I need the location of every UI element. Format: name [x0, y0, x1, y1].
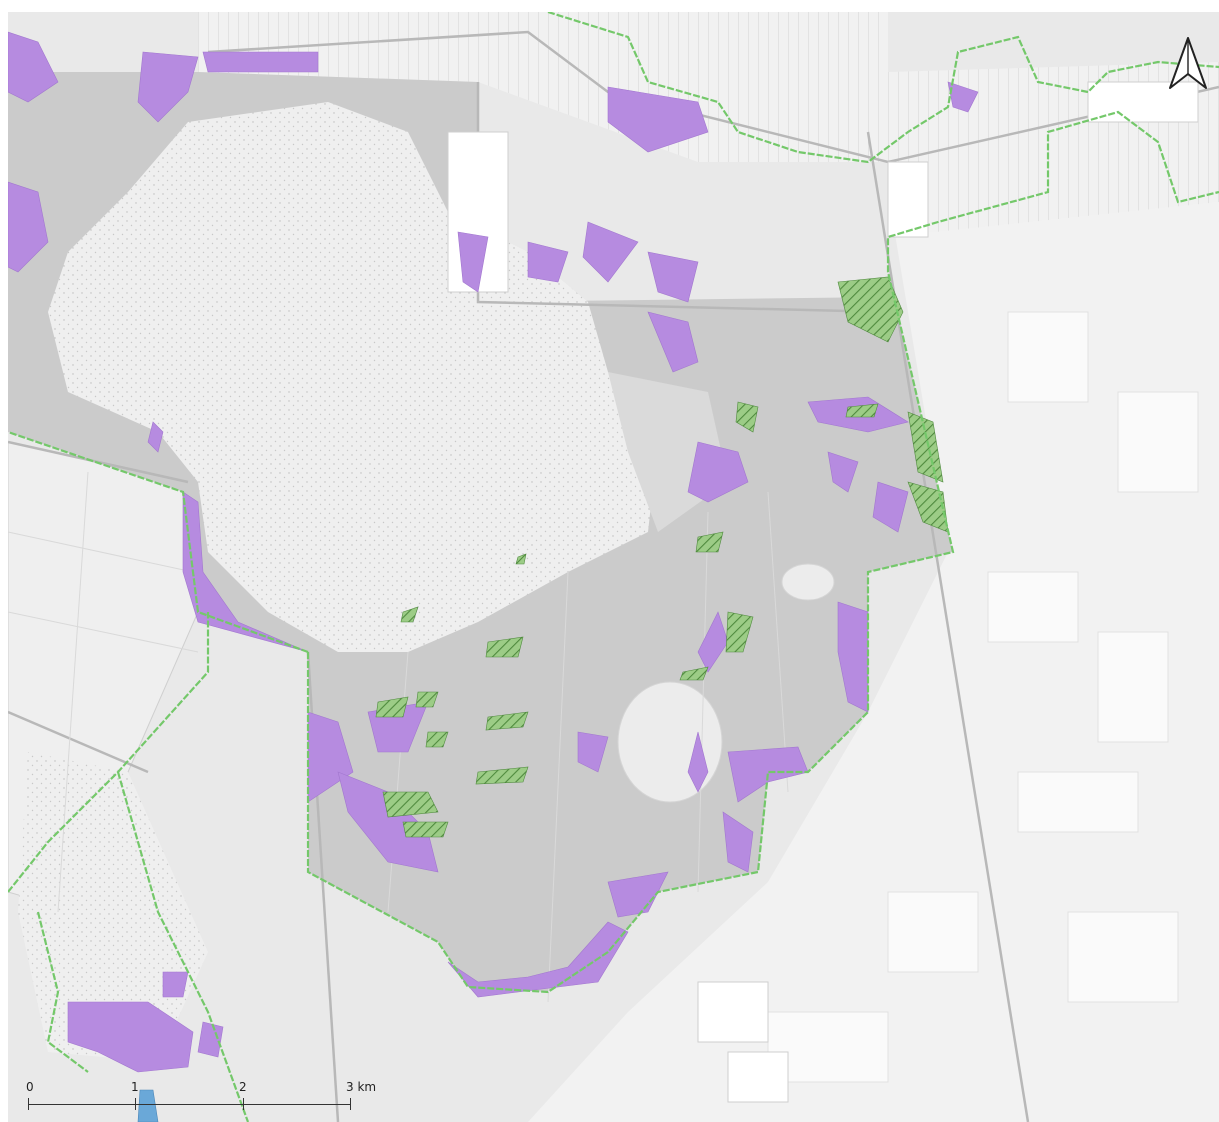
- scale-label-3km: 3 km: [346, 1080, 377, 1094]
- lake-south: [617, 681, 723, 803]
- map-canvas[interactable]: [8, 12, 1219, 1122]
- map-frame[interactable]: 0 1 2 3 km: [8, 12, 1219, 1122]
- scale-tick-3: [350, 1098, 351, 1110]
- scale-label-2: 2: [239, 1080, 247, 1094]
- fields-north: [198, 12, 888, 162]
- water-patch: [137, 1089, 159, 1122]
- field-parcels-east: [767, 311, 1199, 1083]
- scale-label-0: 0: [26, 1080, 34, 1094]
- fields-east: [528, 182, 1219, 1122]
- scale-label-1: 1: [131, 1080, 139, 1094]
- scale-tick-1: [135, 1098, 136, 1110]
- habitat-patches-hatched[interactable]: [375, 276, 949, 838]
- scale-tick-2: [243, 1098, 244, 1110]
- tracks: [8, 471, 789, 1003]
- boundary-lines: [8, 12, 1219, 1122]
- north-arrow-icon: [1169, 37, 1207, 89]
- scale-bar-line: [28, 1104, 351, 1105]
- scale-bar: 0 1 2 3 km: [26, 1080, 376, 1120]
- scale-tick-0: [28, 1098, 29, 1110]
- fields-southwest: [18, 752, 208, 1062]
- inner-plateau: [48, 102, 658, 652]
- lake-east: [781, 563, 835, 601]
- habitat-patches-purple[interactable]: [8, 31, 979, 1073]
